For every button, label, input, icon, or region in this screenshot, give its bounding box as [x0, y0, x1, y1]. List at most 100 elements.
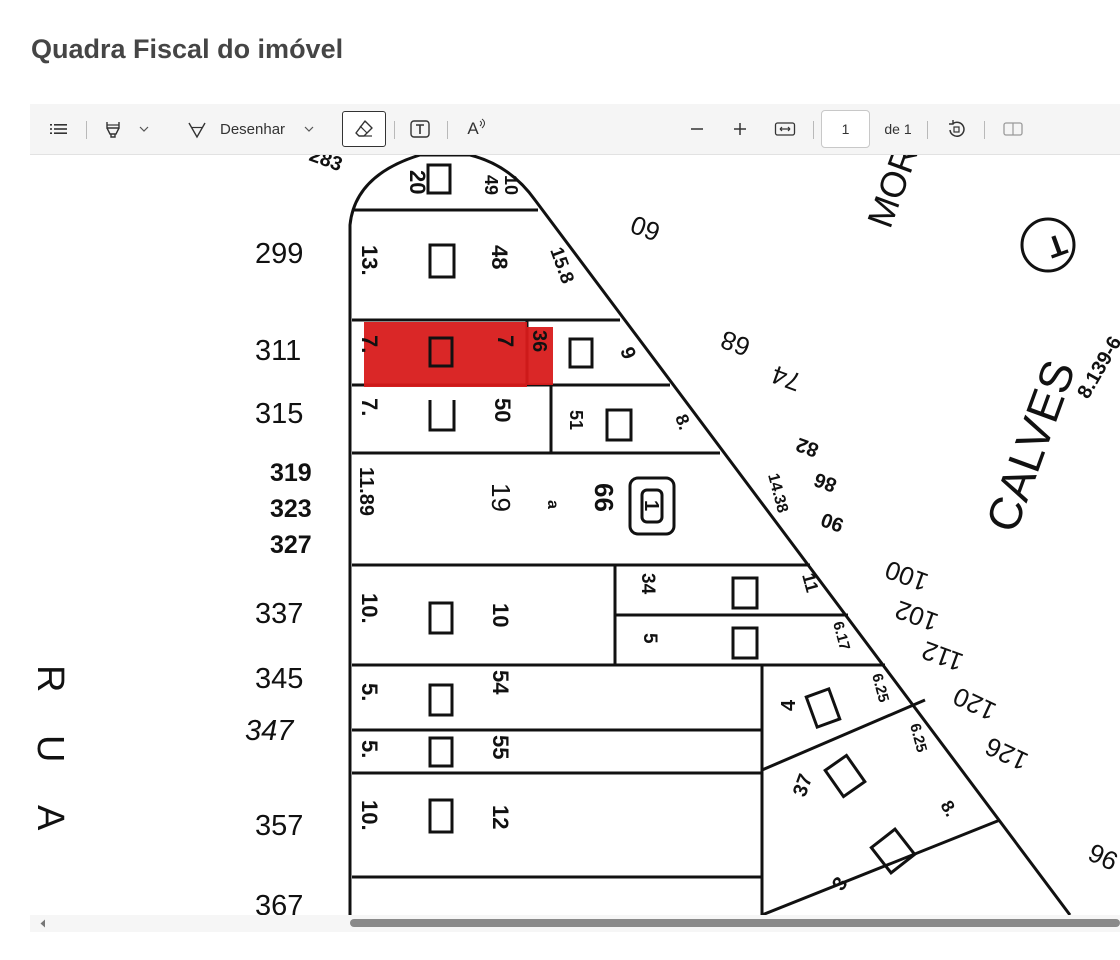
two-page-icon [1003, 122, 1023, 136]
lot-label: 4 [778, 699, 800, 711]
lot-label: 48 [487, 245, 512, 269]
read-aloud-button[interactable]: A [460, 104, 494, 154]
address-label: 367 [255, 890, 303, 915]
read-aloud-icon: A [467, 119, 479, 138]
lot-label: 283 [306, 155, 345, 176]
lot-label: 11 [798, 571, 822, 595]
street-number: 82 [793, 433, 821, 461]
lot-label: 6.25 [906, 722, 930, 755]
street-number: 112 [918, 635, 967, 677]
highlight-options-button[interactable] [132, 104, 156, 154]
address-label: 315 [255, 398, 303, 430]
address-label: 311 [255, 335, 301, 367]
add-text-button[interactable] [405, 104, 435, 154]
lot-label: 6.17 [829, 620, 853, 653]
lot-label: 11.89 [355, 467, 377, 516]
zoom-out-button[interactable] [682, 104, 712, 154]
page-number-input[interactable] [821, 110, 870, 148]
lot-label: 51 [566, 410, 586, 430]
highlighter-icon [106, 122, 120, 138]
lot-label: 8. [671, 412, 695, 433]
address-label: 323 [270, 495, 312, 523]
scrollbar-thumb[interactable] [350, 919, 1120, 927]
lot-label: 66 [589, 483, 619, 512]
lot-label: 19 [486, 483, 516, 512]
eraser-button[interactable] [342, 111, 386, 147]
street-number: 90 [818, 508, 846, 536]
street-number: 74 [768, 359, 805, 397]
contents-button[interactable] [44, 104, 74, 154]
horizontal-scrollbar[interactable] [30, 915, 1120, 932]
minus-icon [691, 128, 703, 130]
zoom-in-button[interactable] [725, 104, 755, 154]
street-number: 68 [717, 324, 754, 362]
lot-label: 8. [937, 797, 962, 820]
document-canvas[interactable]: 299 311 315 319 323 327 337 345 347 357 … [30, 155, 1120, 915]
rotate-button[interactable] [941, 104, 971, 154]
lot-label: 10 [501, 175, 521, 195]
lot-label: 9 [615, 344, 639, 362]
tax-circle-marker: T [1020, 217, 1076, 273]
draw-button[interactable]: Desenhar [182, 104, 332, 154]
street-letter: A [30, 805, 71, 831]
lot-label: 50 [490, 398, 515, 422]
eraser-icon [355, 120, 373, 137]
address-label: 319 [270, 459, 312, 487]
street-number: 86 [811, 468, 839, 496]
lot-label: 10. [357, 593, 382, 624]
street-name-right: CALVES [976, 353, 1086, 538]
lot-label: 5 [639, 633, 660, 644]
address-label: 327 [270, 531, 312, 559]
lot-label: 54 [488, 670, 513, 695]
fiscal-block-map: 299 311 315 319 323 327 337 345 347 357 … [30, 155, 1120, 915]
lot-label: 10. [357, 800, 382, 831]
street-number: 60 [627, 209, 664, 247]
lot-label: 36 [528, 330, 550, 352]
lot-label: 6.25 [868, 672, 892, 705]
lot-label: a [544, 500, 561, 509]
pdf-viewer: Desenhar A [30, 104, 1120, 932]
lot-label: 49 [481, 175, 501, 195]
lot-label: 5. [357, 740, 382, 758]
list-icon [50, 124, 67, 134]
lot-label: 20 [405, 170, 430, 194]
street-name-top: MORD [859, 155, 935, 233]
text-box-icon [410, 120, 430, 138]
draw-label: Desenhar [220, 120, 286, 138]
address-label: 345 [255, 663, 303, 695]
block-code: 8.139-6 [1073, 333, 1120, 403]
street-letter: R [30, 665, 71, 692]
street-number: 102 [891, 595, 942, 638]
address-label: 347 [245, 715, 295, 747]
address-label: 337 [255, 598, 303, 630]
lot-label: 7. [357, 398, 382, 416]
lot-label: 55 [488, 735, 513, 759]
highlight-button[interactable] [98, 104, 128, 154]
address-label: 357 [255, 810, 303, 842]
lot-label: 7 [493, 335, 518, 347]
street-number: 126 [981, 731, 1033, 777]
lot-label: 3 [828, 873, 852, 895]
lot-label: 1 [640, 500, 662, 511]
lot-label: 7. [357, 335, 382, 353]
svg-text:T: T [1042, 226, 1071, 263]
fit-width-button[interactable] [770, 104, 800, 154]
address-label: 299 [255, 238, 303, 270]
chevron-down-icon [139, 126, 149, 132]
sound-waves-icon [479, 118, 485, 129]
lot-label: 5. [357, 683, 382, 701]
lot-label: 34 [637, 573, 658, 595]
lot-label: 13. [357, 245, 382, 276]
street-number: 120 [949, 681, 1001, 727]
viewer-toolbar: Desenhar A [30, 104, 1120, 155]
street-number: 100 [881, 555, 932, 598]
plus-icon [734, 123, 746, 135]
scroll-left-icon[interactable] [39, 919, 47, 928]
lot-label: 12 [488, 805, 513, 829]
fit-width-icon [774, 122, 796, 136]
page-view-button[interactable] [998, 104, 1028, 154]
rotate-icon [949, 120, 965, 138]
pen-icon [188, 122, 206, 139]
street-number: 96 [1084, 837, 1120, 876]
lot-label: 10 [488, 603, 513, 627]
